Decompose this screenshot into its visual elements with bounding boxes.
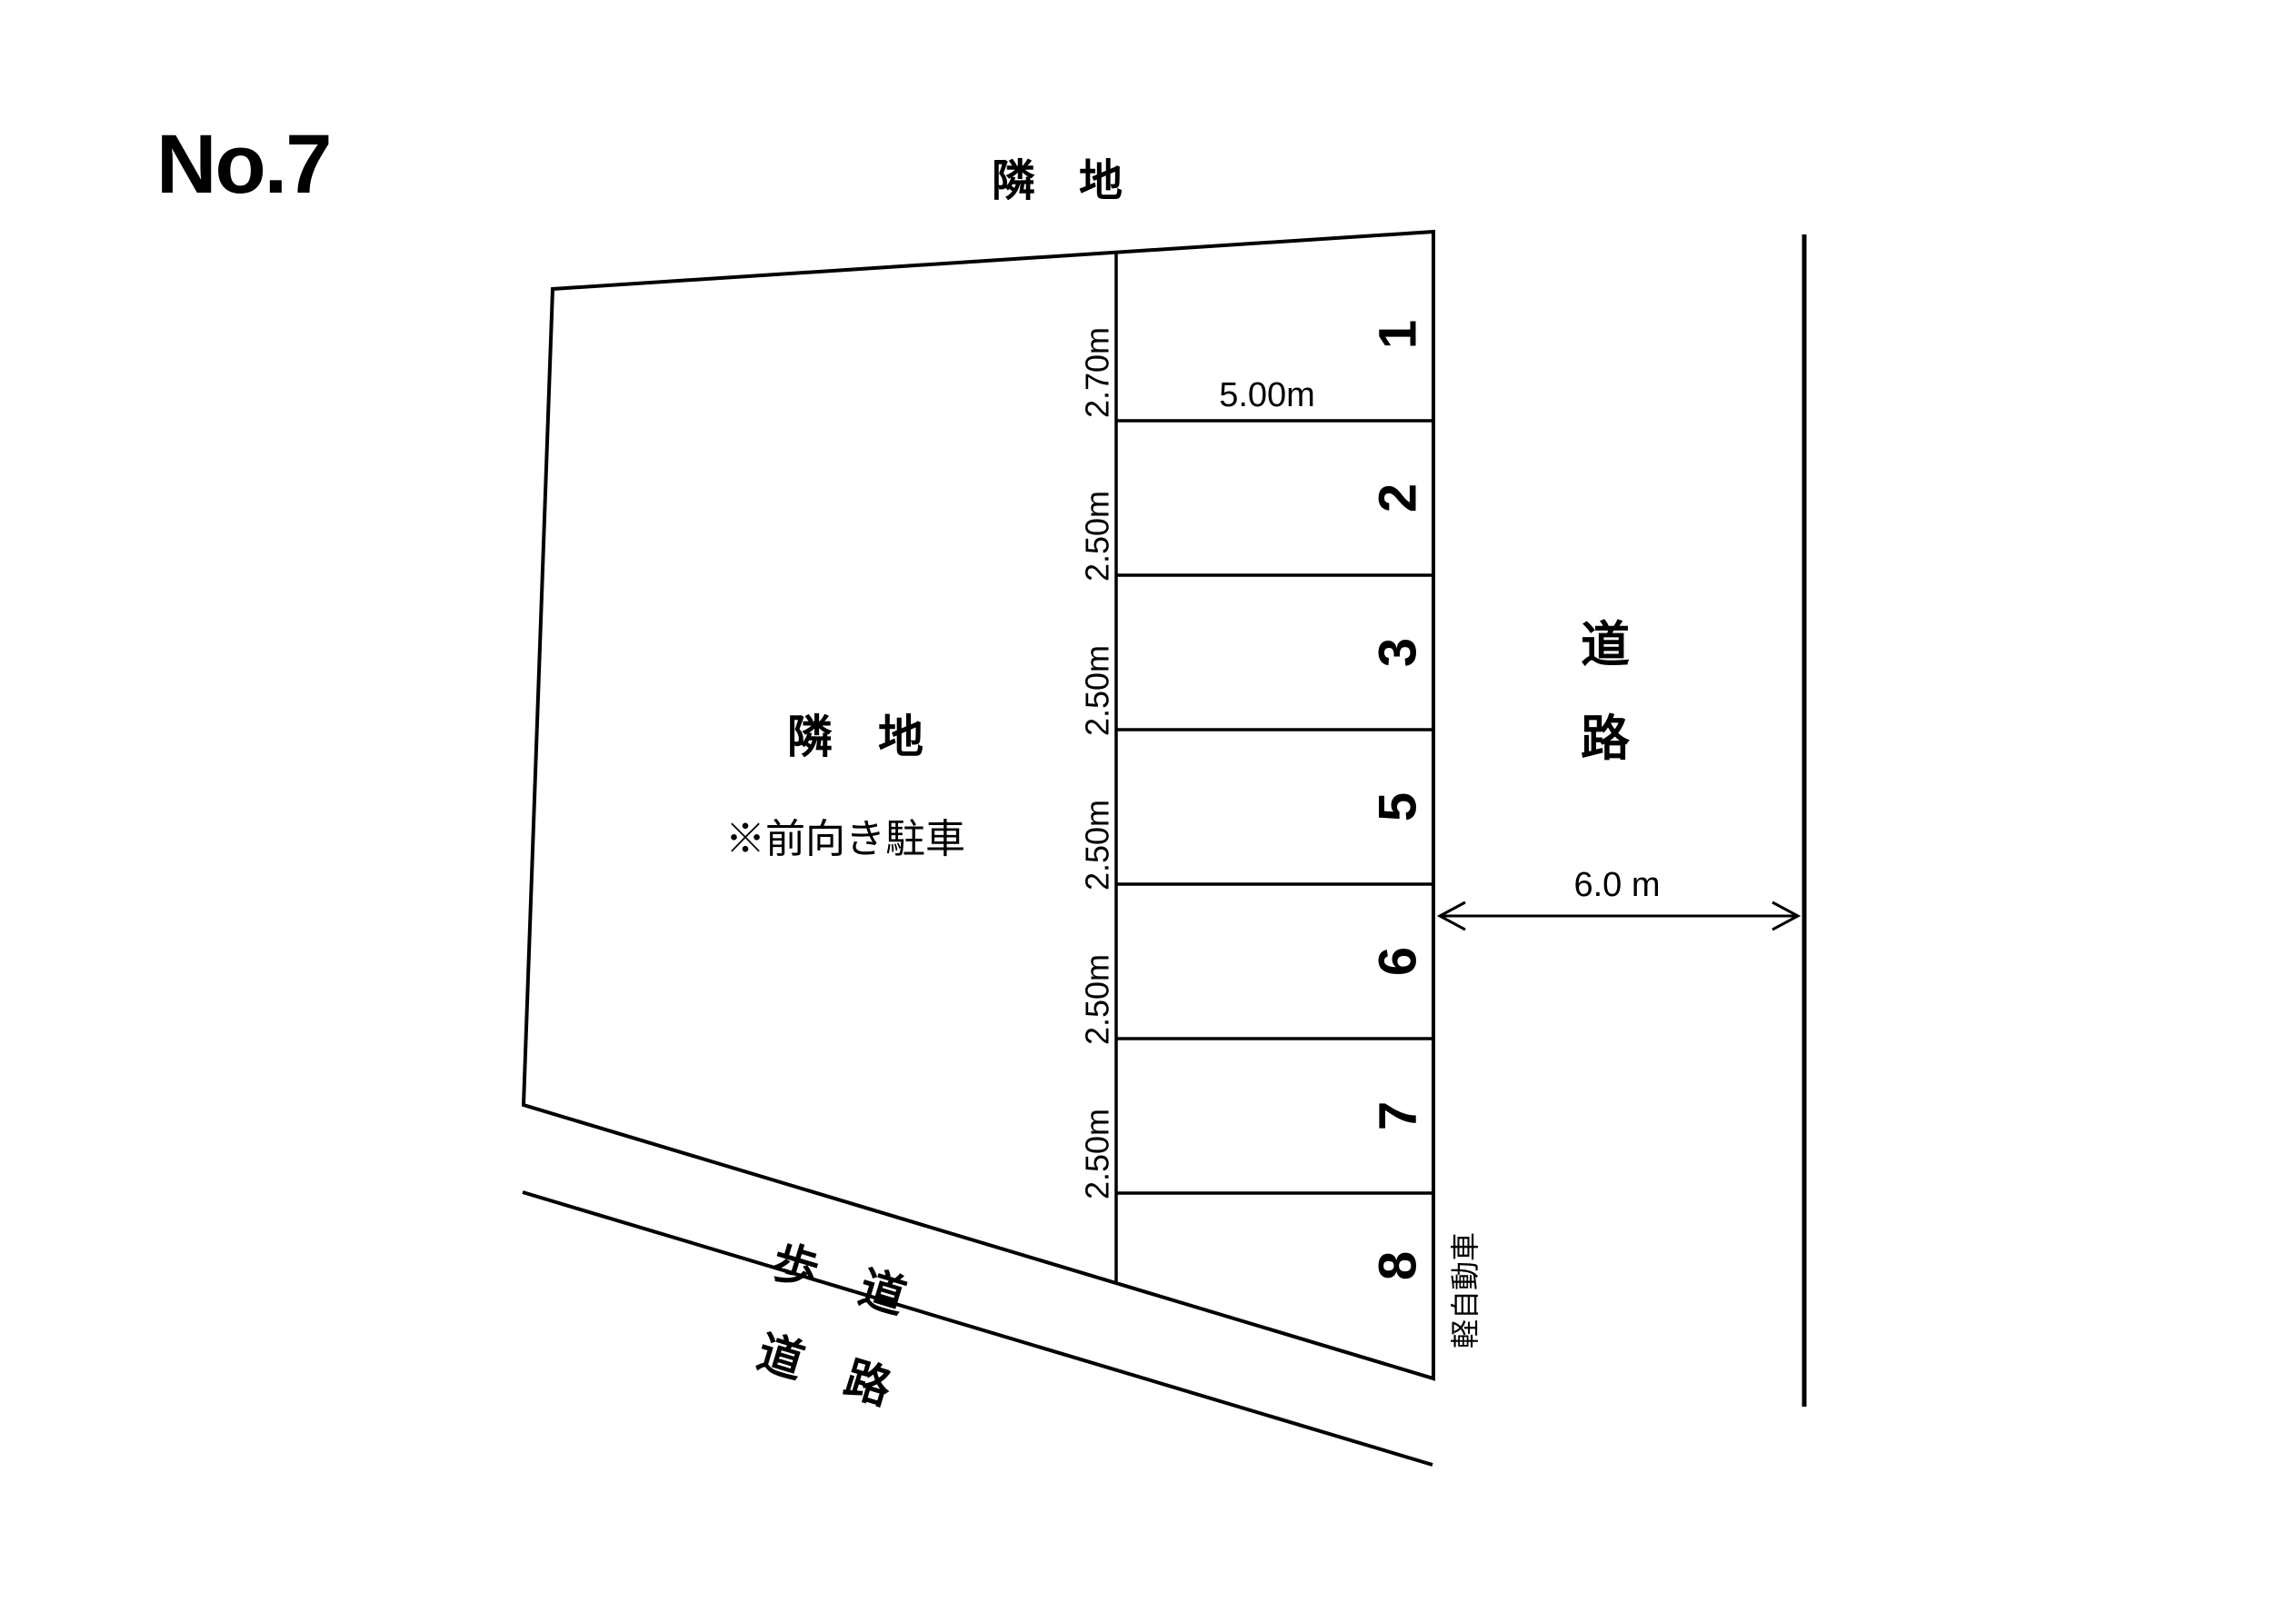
stall-depth-7: 2.50m (1079, 1109, 1116, 1199)
road-width-label: 6.0 m (1573, 866, 1660, 904)
road-label-right-char2: 路 (1581, 711, 1631, 766)
stall-depth-5: 2.50m (1079, 800, 1116, 891)
neighbor-land-label-top: 隣 地 (992, 157, 1123, 205)
stall-number-8: 8 (1369, 1251, 1428, 1280)
stall-length-label: 5.00m (1219, 376, 1315, 414)
stall-number-7: 7 (1369, 1101, 1428, 1130)
stall-depth-6: 2.50m (1079, 954, 1116, 1045)
stall-number-6: 6 (1369, 947, 1428, 976)
stall-number-1: 1 (1369, 320, 1428, 349)
kei-car-label: 軽自動車 (1449, 1232, 1482, 1348)
stall-number-3: 3 (1369, 638, 1428, 667)
road-width-arrowhead-right (1772, 901, 1802, 931)
road-width-arrowhead-left (1436, 901, 1466, 931)
stall-number-2: 2 (1369, 483, 1428, 512)
front-parking-note: ※前向き駐車 (725, 817, 965, 861)
parcel-outline (521, 229, 1435, 1381)
stall-depth-3: 2.50m (1079, 645, 1116, 736)
plan-number-title: No.7 (156, 118, 330, 211)
sidewalk-label: 歩 道 (766, 1236, 912, 1324)
road-label-bottom: 道 路 (752, 1327, 898, 1415)
road-bottom-edge-line (522, 1190, 1433, 1467)
neighbor-land-label-center: 隣 地 (787, 711, 923, 762)
stall-number-5: 5 (1369, 792, 1428, 821)
stall-depth-2: 2.50m (1079, 491, 1116, 582)
stall-depth-1: 2.70m (1079, 327, 1116, 418)
road-label-right-char1: 道 (1581, 618, 1630, 672)
